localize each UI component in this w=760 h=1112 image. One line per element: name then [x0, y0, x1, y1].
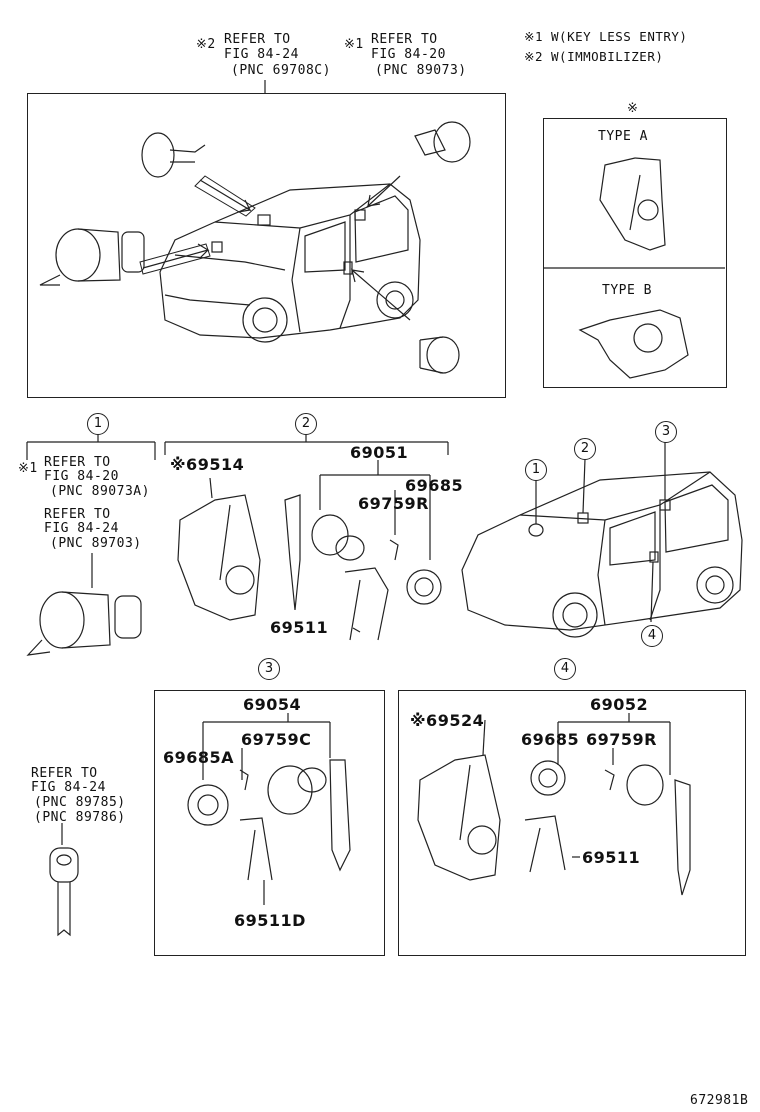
overview-car-drawing [139, 175, 421, 343]
group3-parts [187, 759, 351, 881]
overview-lock-parts [39, 121, 471, 374]
figure-code: 672981B [690, 1093, 749, 1108]
group4-number: 4 [554, 658, 576, 680]
legend-note-keyless: ※1 W(KEY LESS ENTRY) [524, 29, 688, 44]
group1-refA-line1: REFER TO [44, 455, 111, 470]
part-69511-g4: 69511 [582, 848, 641, 867]
keyref-line2: FIG 84-24 [31, 780, 106, 795]
group1-refA-line2: FIG 84-20 [44, 469, 119, 484]
part-69051: 69051 [350, 443, 409, 462]
type-mark: ※ [627, 101, 639, 116]
part-69759R-g2: 69759R [358, 494, 429, 513]
group1-refB-line2: FIG 84-24 [44, 521, 119, 536]
top-ref1-line3: (PNC 89073) [375, 63, 467, 78]
group2-parts [177, 477, 442, 641]
part-69511D: 69511D [234, 911, 306, 930]
keyref-line3: (PNC 89785) [34, 795, 126, 810]
top-ref1-line2: FIG 84-20 [371, 47, 446, 62]
keyref-line1: REFER TO [31, 766, 98, 781]
locator-1: 1 [525, 459, 547, 481]
group4-parts [417, 719, 691, 896]
group3-number: 3 [258, 658, 280, 680]
locator-3: 3 [655, 421, 677, 443]
group1-refA-line3: (PNC 89073A) [50, 484, 150, 499]
type-b-bracket [578, 309, 689, 379]
part-69759C: 69759C [241, 730, 312, 749]
top-ref2-line1: REFER TO [224, 32, 291, 47]
part-69052: 69052 [590, 695, 649, 714]
legend-note-immobilizer: ※2 W(IMMOBILIZER) [524, 49, 664, 64]
part-69054: 69054 [243, 695, 302, 714]
top-ref2-mark: ※2 [196, 37, 216, 52]
top-ref2-line2: FIG 84-24 [224, 47, 299, 62]
overview-frame [27, 93, 506, 398]
key-drawing [49, 847, 79, 937]
group1-lock-cylinder [26, 591, 142, 656]
locator-4: 4 [641, 625, 663, 647]
group1-refB-line1: REFER TO [44, 507, 111, 522]
locator-2: 2 [574, 438, 596, 460]
group4-frame [398, 690, 746, 956]
type-a-bracket [599, 157, 666, 251]
type-b-label: TYPE B [602, 283, 652, 298]
group1-refB-line3: (PNC 89703) [50, 536, 142, 551]
part-69511-g2: 69511 [270, 618, 329, 637]
group2-number: 2 [295, 413, 317, 435]
part-69685-g2: 69685 [405, 476, 464, 495]
type-frame [543, 118, 727, 388]
group1-number: 1 [87, 413, 109, 435]
top-ref2-line3: (PNC 69708C) [231, 63, 331, 78]
locator-car-drawing [461, 442, 743, 638]
top-ref1-mark: ※1 [344, 37, 364, 52]
group3-frame [154, 690, 385, 956]
top-ref1-line1: REFER TO [371, 32, 438, 47]
part-69524: ※69524 [410, 711, 485, 730]
part-69514: ※69514 [170, 455, 245, 474]
part-69685-g4: 69685 [521, 730, 580, 749]
part-69759R-g4: 69759R [586, 730, 657, 749]
group1-refA-mark: ※1 [18, 461, 38, 476]
type-a-label: TYPE A [598, 129, 648, 144]
part-69685A: 69685A [163, 748, 235, 767]
keyref-line4: (PNC 89786) [34, 810, 126, 825]
